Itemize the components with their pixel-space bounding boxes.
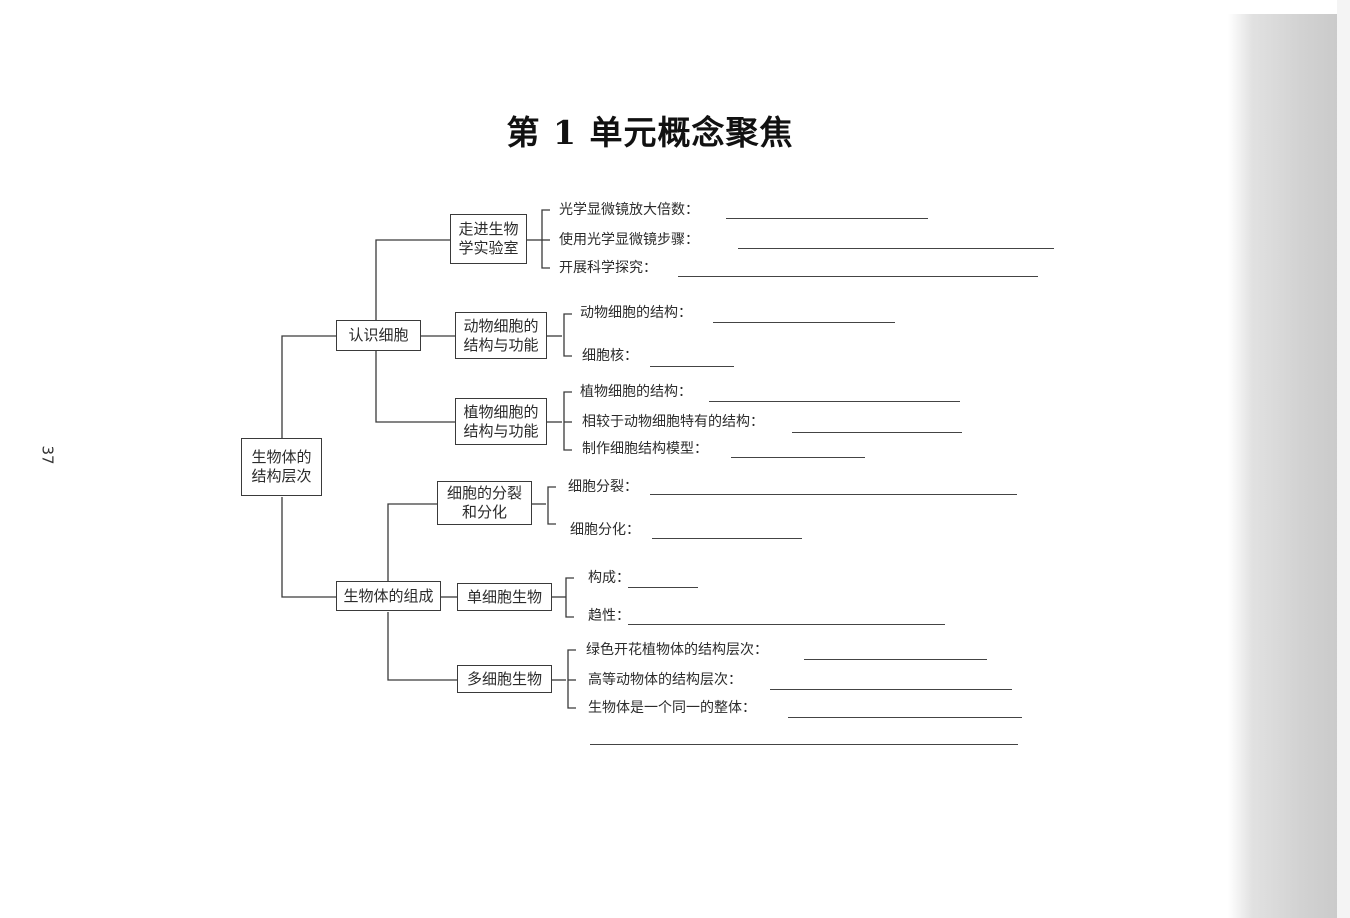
answer-blank[interactable] xyxy=(804,659,987,660)
list-item: 光学显微镜放大倍数： xyxy=(559,202,699,218)
list-item: 制作细胞结构模型： xyxy=(582,441,708,457)
answer-blank[interactable] xyxy=(678,276,1038,277)
bracket-multi xyxy=(567,649,576,709)
answer-blank[interactable] xyxy=(652,538,802,539)
answer-blank[interactable] xyxy=(726,218,928,219)
list-item: 生物体是一个同一的整体： xyxy=(588,700,756,716)
connector-branch2-division xyxy=(387,503,437,581)
answer-blank[interactable] xyxy=(628,624,945,625)
branch-box-cell: 认识细胞 xyxy=(336,320,421,351)
list-item: 细胞分裂： xyxy=(568,479,638,495)
connector-root-branch1 xyxy=(281,335,336,466)
answer-blank[interactable] xyxy=(650,366,734,367)
branch-box-organism: 生物体的组成 xyxy=(336,581,441,611)
list-item: 动物细胞的结构： xyxy=(580,305,692,321)
subtopic-box-lab: 走进生物 学实验室 xyxy=(450,214,527,264)
list-item: 高等动物体的结构层次： xyxy=(588,672,742,688)
connector-branch1-lab xyxy=(375,239,450,320)
bracket-division xyxy=(547,486,556,525)
list-item: 植物细胞的结构： xyxy=(580,384,692,400)
bracket-plant xyxy=(563,391,572,451)
list-item: 使用光学显微镜步骤： xyxy=(559,232,699,248)
subtopic-box-animal-cell: 动物细胞的 结构与功能 xyxy=(455,312,547,359)
page-gutter-shadow xyxy=(1228,0,1350,918)
answer-blank[interactable] xyxy=(650,494,1017,495)
page-right-edge xyxy=(1337,0,1350,918)
list-item: 绿色开花植物体的结构层次： xyxy=(586,642,768,658)
page-top-edge xyxy=(1228,0,1350,14)
list-item: 构成： xyxy=(588,570,630,586)
answer-blank[interactable] xyxy=(731,457,865,458)
page-title: 第 1 单元概念聚焦 xyxy=(506,113,794,152)
answer-blank[interactable] xyxy=(792,432,962,433)
subtopic-box-division: 细胞的分裂 和分化 xyxy=(437,481,532,525)
answer-blank[interactable] xyxy=(590,744,1018,745)
list-item: 趋性： xyxy=(588,608,630,624)
list-item: 相较于动物细胞特有的结构： xyxy=(582,414,764,430)
answer-blank[interactable] xyxy=(788,717,1022,718)
subtopic-box-plant-cell: 植物细胞的 结构与功能 xyxy=(455,398,547,445)
answer-blank[interactable] xyxy=(713,322,895,323)
connector-root-branch2 xyxy=(281,497,336,598)
answer-blank[interactable] xyxy=(770,689,1012,690)
list-item: 细胞核： xyxy=(582,348,638,364)
list-item: 开展科学探究： xyxy=(559,260,657,276)
bracket-lab xyxy=(541,209,550,269)
bracket-animal xyxy=(563,313,572,357)
answer-blank[interactable] xyxy=(709,401,960,402)
answer-blank[interactable] xyxy=(628,587,698,588)
connector-branch2-multi xyxy=(387,612,457,681)
bracket-single xyxy=(565,577,574,618)
answer-blank[interactable] xyxy=(738,248,1054,249)
list-item: 细胞分化： xyxy=(570,522,640,538)
root-box: 生物体的 结构层次 xyxy=(241,438,322,496)
connector-branch1-plant xyxy=(375,351,455,423)
subtopic-box-single-cell: 单细胞生物 xyxy=(457,583,552,611)
subtopic-box-multi-cell: 多细胞生物 xyxy=(457,665,552,693)
